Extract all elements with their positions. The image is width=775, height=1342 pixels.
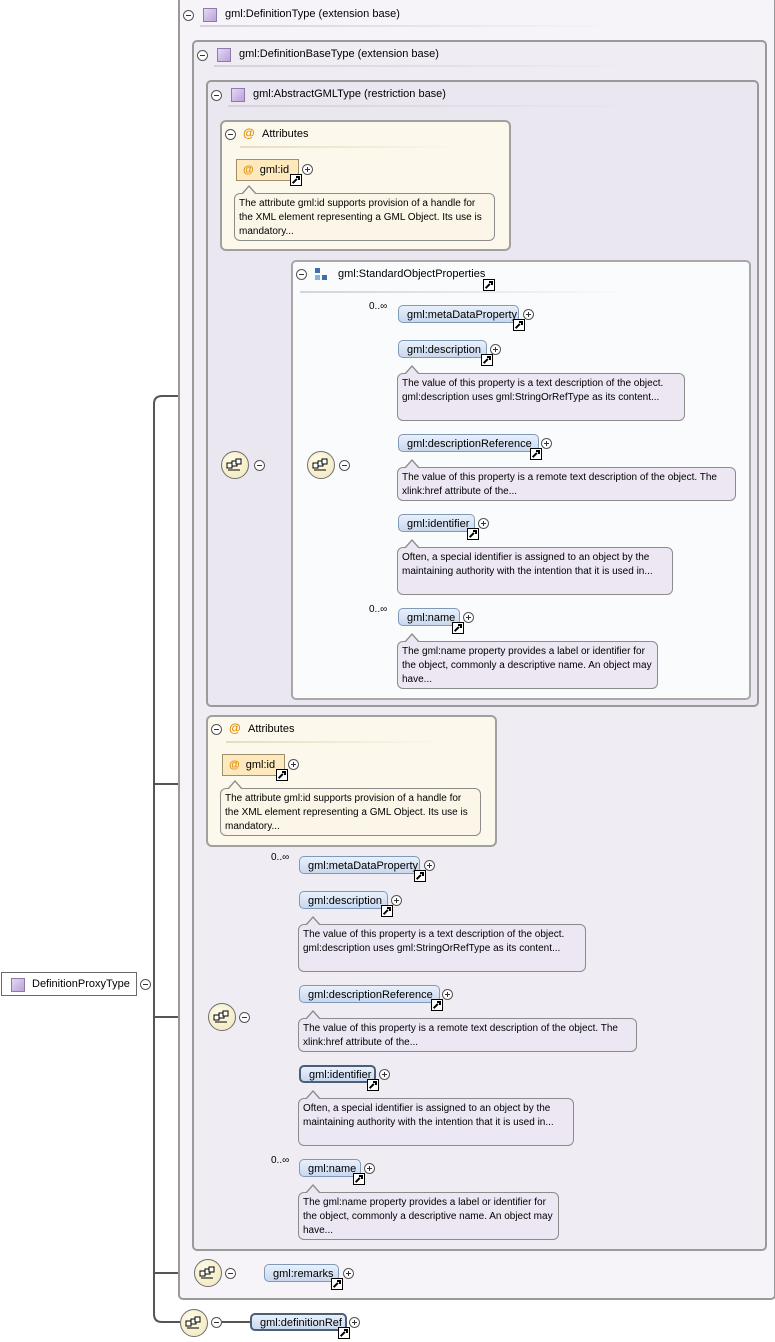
gml-id-documentation: The attribute gml:id supports provision … bbox=[220, 780, 481, 836]
collapse-sequence-icon[interactable] bbox=[239, 1012, 250, 1023]
identifier-element[interactable]: gml:identifier bbox=[299, 1065, 376, 1083]
description-documentation: The value of this property is a text des… bbox=[298, 916, 586, 972]
identifier-documentation: Often, a special identifier is assigned … bbox=[397, 539, 673, 595]
expand-icon[interactable] bbox=[349, 1317, 360, 1328]
description-reference-documentation: The value of this property is a remote t… bbox=[397, 459, 736, 501]
reference-link-icon[interactable] bbox=[452, 622, 464, 634]
name-occurs: 0..∞ bbox=[369, 604, 388, 615]
reference-link-icon[interactable] bbox=[367, 1079, 379, 1091]
complex-type-icon bbox=[11, 978, 25, 992]
collapse-group-icon[interactable] bbox=[296, 269, 307, 280]
expand-icon[interactable] bbox=[424, 860, 435, 871]
name-element[interactable]: gml:name bbox=[299, 1159, 361, 1177]
complex-type-icon bbox=[231, 88, 245, 102]
description-element[interactable]: gml:description bbox=[299, 891, 388, 909]
name-documentation: The gml:name property provides a label o… bbox=[397, 633, 658, 689]
reference-link-icon[interactable] bbox=[530, 448, 542, 460]
sequence-icon[interactable] bbox=[208, 1003, 236, 1031]
expand-icon[interactable] bbox=[364, 1163, 375, 1174]
complex-type-icon bbox=[203, 8, 217, 22]
definition-proxy-type-node[interactable]: DefinitionProxyType bbox=[1, 972, 137, 996]
attribute-icon: @ bbox=[243, 126, 255, 140]
reference-link-icon[interactable] bbox=[431, 999, 443, 1011]
collapse-abstract-gml-type-icon[interactable] bbox=[211, 90, 222, 101]
definition-ref-element[interactable]: gml:definitionRef bbox=[250, 1313, 347, 1331]
expand-icon[interactable] bbox=[490, 344, 501, 355]
collapse-sequence-icon[interactable] bbox=[211, 1317, 222, 1328]
expand-icon[interactable] bbox=[463, 612, 474, 623]
complex-type-icon bbox=[217, 48, 231, 62]
metadata-property-element[interactable]: gml:metaDataProperty bbox=[299, 856, 420, 874]
reference-link-icon[interactable] bbox=[467, 528, 479, 540]
sequence-icon[interactable] bbox=[307, 451, 335, 479]
reference-link-icon[interactable] bbox=[513, 319, 525, 331]
separator bbox=[228, 105, 648, 107]
standard-object-properties-title: gml:StandardObjectProperties bbox=[338, 268, 486, 280]
metadata-property-element[interactable]: gml:metaDataProperty bbox=[398, 305, 519, 323]
gml-id-documentation: The attribute gml:id supports provision … bbox=[234, 185, 495, 241]
description-documentation: The value of this property is a text des… bbox=[397, 365, 685, 421]
attributes-title: Attributes bbox=[248, 723, 295, 735]
expand-icon[interactable] bbox=[391, 895, 402, 906]
identifier-element[interactable]: gml:identifier bbox=[398, 514, 475, 532]
remarks-element[interactable]: gml:remarks bbox=[264, 1264, 339, 1282]
expand-icon[interactable] bbox=[343, 1268, 354, 1279]
expand-icon[interactable] bbox=[288, 759, 299, 770]
gml-id-attribute[interactable]: @ gml:id bbox=[222, 754, 285, 776]
name-documentation: The gml:name property provides a label o… bbox=[298, 1184, 559, 1240]
collapse-attributes-icon[interactable] bbox=[211, 724, 222, 735]
collapse-definition-base-type-icon[interactable] bbox=[197, 50, 208, 61]
expand-icon[interactable] bbox=[302, 164, 313, 175]
reference-link-icon[interactable] bbox=[414, 870, 426, 882]
description-reference-element[interactable]: gml:descriptionReference bbox=[398, 434, 539, 452]
collapse-root-icon[interactable] bbox=[140, 979, 151, 990]
expand-icon[interactable] bbox=[442, 989, 453, 1000]
separator bbox=[300, 291, 630, 293]
root-label: DefinitionProxyType bbox=[32, 978, 130, 990]
name-element[interactable]: gml:name bbox=[398, 608, 460, 626]
separator bbox=[226, 741, 446, 743]
expand-icon[interactable] bbox=[523, 309, 534, 320]
reference-link-icon[interactable] bbox=[381, 905, 393, 917]
description-element[interactable]: gml:description bbox=[398, 340, 487, 358]
attribute-icon: @ bbox=[229, 721, 241, 735]
collapse-sequence-icon[interactable] bbox=[225, 1268, 236, 1279]
abstract-gml-type-title: gml:AbstractGMLType (restriction base) bbox=[253, 88, 446, 100]
collapse-sequence-icon[interactable] bbox=[254, 460, 265, 471]
name-occurs: 0..∞ bbox=[271, 1155, 290, 1166]
reference-link-icon[interactable] bbox=[481, 354, 493, 366]
group-icon bbox=[315, 268, 327, 280]
reference-link-icon[interactable] bbox=[483, 279, 495, 291]
separator bbox=[240, 146, 460, 148]
reference-link-icon[interactable] bbox=[290, 174, 302, 186]
sequence-icon[interactable] bbox=[221, 451, 249, 479]
sequence-icon[interactable] bbox=[194, 1259, 222, 1287]
definition-type-title: gml:DefinitionType (extension base) bbox=[225, 8, 400, 20]
sequence-icon[interactable] bbox=[180, 1309, 208, 1337]
expand-icon[interactable] bbox=[478, 518, 489, 529]
separator bbox=[214, 65, 634, 67]
expand-icon[interactable] bbox=[541, 438, 552, 449]
metadata-occurs: 0..∞ bbox=[369, 301, 388, 312]
reference-link-icon[interactable] bbox=[338, 1327, 350, 1339]
identifier-documentation: Often, a special identifier is assigned … bbox=[298, 1090, 574, 1146]
collapse-attributes-icon[interactable] bbox=[225, 129, 236, 140]
description-reference-element[interactable]: gml:descriptionReference bbox=[299, 985, 440, 1003]
separator bbox=[200, 25, 620, 27]
reference-link-icon[interactable] bbox=[331, 1278, 343, 1290]
reference-link-icon[interactable] bbox=[276, 769, 288, 781]
gml-id-label: gml:id bbox=[245, 759, 276, 771]
gml-id-attribute[interactable]: @ gml:id bbox=[236, 159, 299, 181]
expand-icon[interactable] bbox=[379, 1069, 390, 1080]
definition-base-type-title: gml:DefinitionBaseType (extension base) bbox=[239, 48, 439, 60]
metadata-occurs: 0..∞ bbox=[271, 852, 290, 863]
collapse-sequence-icon[interactable] bbox=[339, 460, 350, 471]
attribute-icon: @ bbox=[243, 164, 254, 176]
attribute-icon: @ bbox=[229, 759, 240, 771]
gml-id-label: gml:id bbox=[259, 164, 290, 176]
reference-link-icon[interactable] bbox=[353, 1173, 365, 1185]
description-reference-documentation: The value of this property is a remote t… bbox=[298, 1010, 637, 1052]
collapse-definition-type-icon[interactable] bbox=[183, 10, 194, 21]
attributes-title: Attributes bbox=[262, 128, 309, 140]
